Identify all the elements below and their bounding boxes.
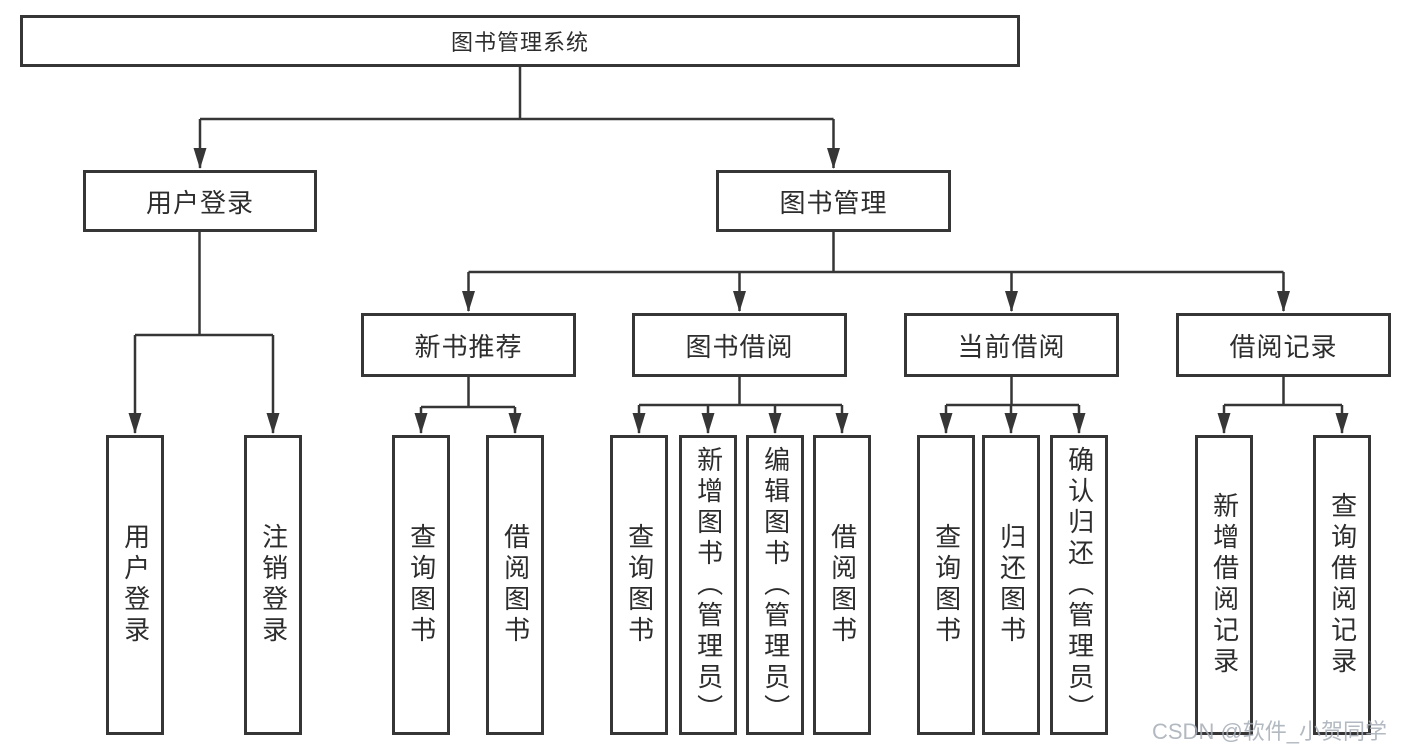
leaf-add-borrow-record-label: 新增借阅记录 — [1209, 492, 1240, 678]
node-new-book-recommend: 新书推荐 — [361, 313, 576, 377]
leaf-return-books: 归还图书 — [982, 435, 1040, 735]
leaf-add-book-admin: 新增图书（管理员） — [679, 435, 737, 735]
node-borrow-records: 借阅记录 — [1176, 313, 1391, 377]
node-library-system: 图书管理系统 — [20, 15, 1020, 67]
node-book-management-label: 图书管理 — [779, 187, 888, 218]
connector-newbook-children — [414, 377, 522, 434]
leaf-query-borrow-record-label: 查询借阅记录 — [1327, 492, 1358, 678]
node-user-login: 用户登录 — [83, 170, 317, 232]
leaf-logout-label: 注销登录 — [258, 523, 289, 647]
leaf-query-books-borrow-label: 查询图书 — [624, 523, 655, 647]
csdn-watermark: CSDN @软件_小贺同学 — [1152, 719, 1388, 744]
node-borrow-records-label: 借阅记录 — [1229, 331, 1338, 362]
leaf-borrow-books-borrow-label: 借阅图书 — [827, 523, 858, 647]
connector-bookborrow-children — [632, 377, 849, 434]
leaf-add-borrow-record: 新增借阅记录 — [1195, 435, 1253, 735]
leaf-query-books-current-label: 查询图书 — [931, 523, 962, 647]
leaf-user-login-label: 用户登录 — [120, 523, 151, 647]
connector-userlogin-children — [128, 232, 280, 434]
connector-currentborrow-children — [939, 377, 1086, 434]
leaf-query-books-recommend-label: 查询图书 — [406, 523, 437, 647]
leaf-borrow-books-recommend: 借阅图书 — [486, 435, 544, 735]
leaf-query-books-current: 查询图书 — [917, 435, 975, 735]
node-library-system-label: 图书管理系统 — [450, 30, 589, 55]
node-new-book-recommend-label: 新书推荐 — [414, 331, 523, 362]
leaf-edit-book-admin-label: 编辑图书（管理员） — [760, 445, 791, 725]
leaf-borrow-books-borrow: 借阅图书 — [813, 435, 871, 735]
connector-root-to-level2 — [193, 67, 840, 169]
node-user-login-label: 用户登录 — [145, 187, 254, 218]
leaf-query-borrow-record: 查询借阅记录 — [1313, 435, 1371, 735]
leaf-return-books-label: 归还图书 — [996, 523, 1027, 647]
leaf-edit-book-admin: 编辑图书（管理员） — [746, 435, 804, 735]
leaf-borrow-books-recommend-label: 借阅图书 — [500, 523, 531, 647]
node-current-borrow: 当前借阅 — [904, 313, 1119, 377]
node-book-management: 图书管理 — [716, 170, 951, 232]
leaf-user-login: 用户登录 — [106, 435, 164, 735]
node-current-borrow-label: 当前借阅 — [957, 331, 1066, 362]
node-book-borrow-label: 图书借阅 — [685, 331, 794, 362]
connector-borrowrecord-children — [1217, 377, 1349, 434]
connector-bookmgmt-children — [462, 232, 1290, 312]
leaf-confirm-return-admin: 确认归还（管理员） — [1050, 435, 1108, 735]
leaf-query-books-recommend: 查询图书 — [392, 435, 450, 735]
node-book-borrow: 图书借阅 — [632, 313, 847, 377]
leaf-query-books-borrow: 查询图书 — [610, 435, 668, 735]
leaf-logout: 注销登录 — [244, 435, 302, 735]
leaf-confirm-return-admin-label: 确认归还（管理员） — [1064, 445, 1095, 725]
leaf-add-book-admin-label: 新增图书（管理员） — [693, 445, 724, 725]
